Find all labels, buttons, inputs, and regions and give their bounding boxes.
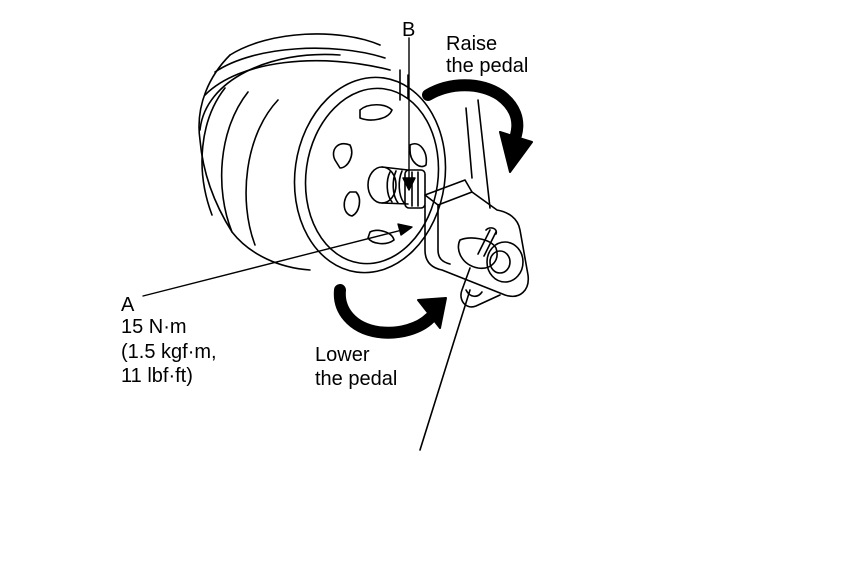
label-a: A [121, 294, 135, 316]
raise-arrow-icon [422, 79, 533, 173]
lower-arrow-icon [333, 284, 447, 339]
label-b: B [402, 19, 416, 41]
label-raise-line1: Raise [446, 33, 498, 55]
label-lower-line2: the pedal [315, 368, 398, 390]
push-rod-assembly [367, 166, 426, 209]
label-raise-line2: the pedal [446, 55, 529, 77]
clevis-and-pedal [419, 99, 530, 451]
leader-lines [142, 37, 416, 297]
brake-booster [198, 33, 447, 274]
torque-spec-lbf: 11 lbf·ft) [121, 365, 193, 387]
torque-spec-kgf: (1.5 kgf·m, [121, 341, 217, 363]
label-lower-line1: Lower [315, 344, 370, 366]
leader-line-a [142, 227, 411, 297]
torque-spec-nm: 15 N·m [121, 316, 187, 338]
